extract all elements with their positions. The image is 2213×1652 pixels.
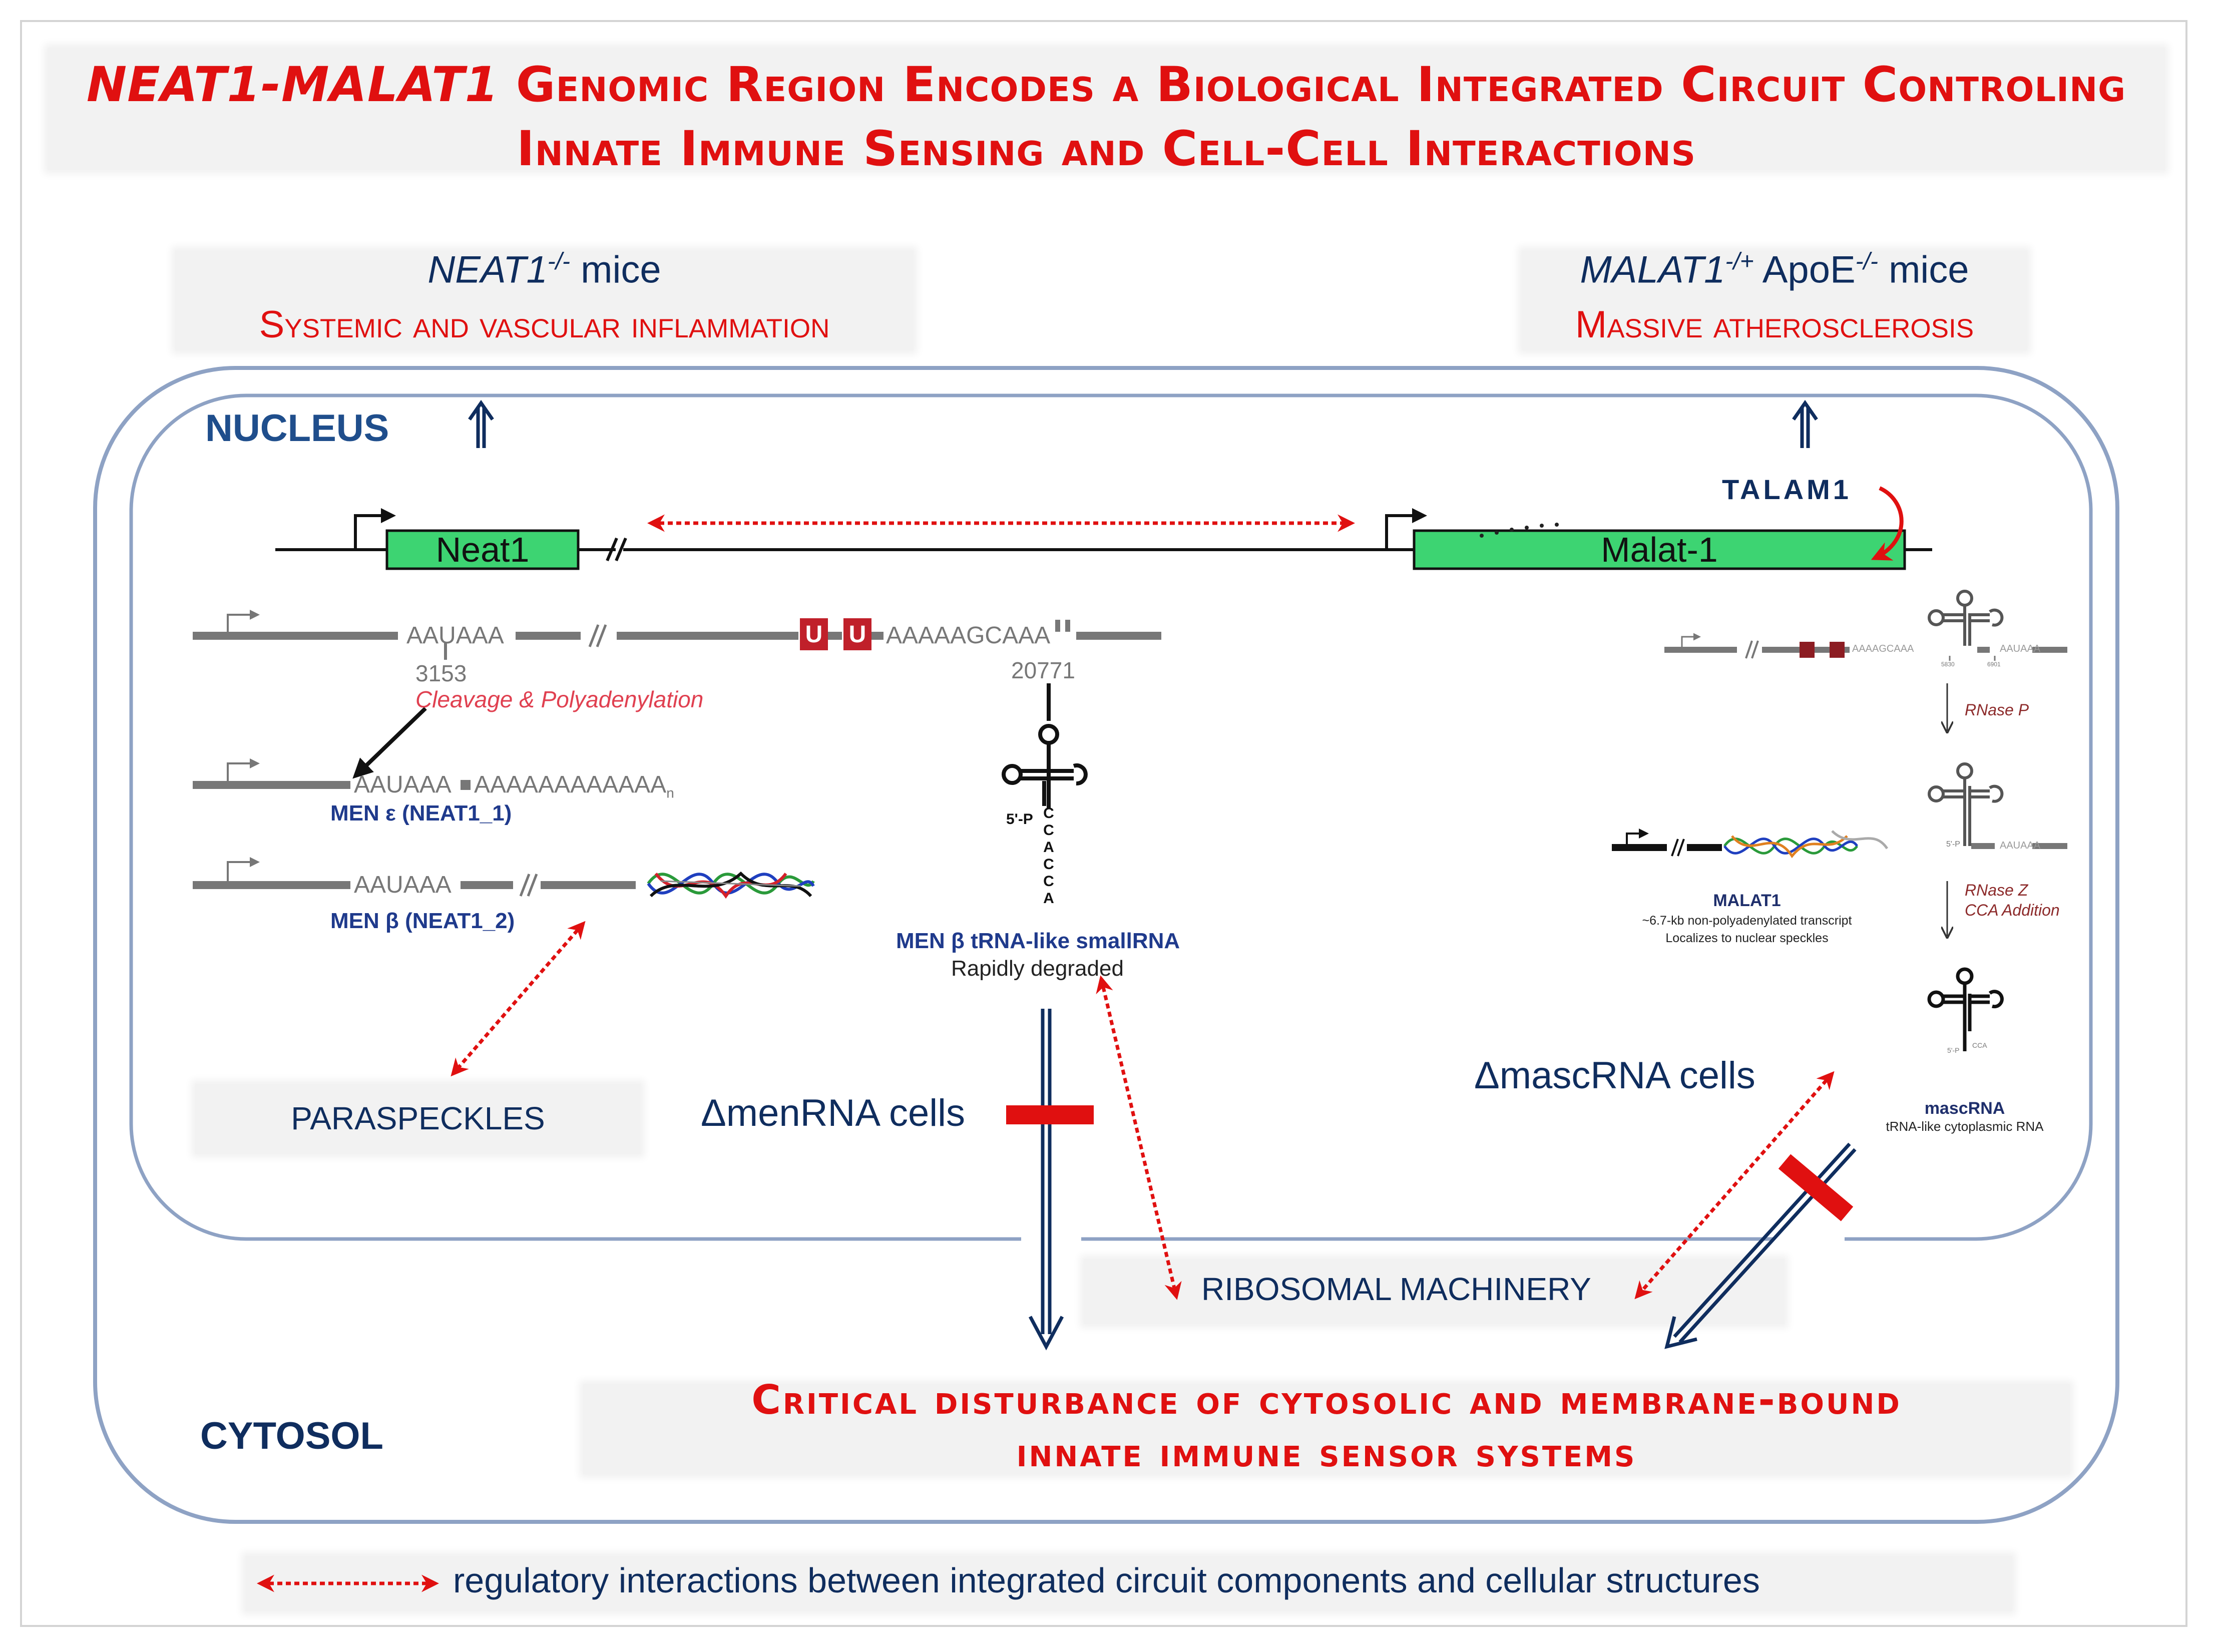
malat1-pos1: 5830 — [1941, 661, 1955, 668]
paraspeckles-box — [195, 1084, 641, 1154]
right-phenotype-model: MALAT1-/+ ApoE-/- mice — [1522, 248, 2027, 291]
cleavage-label: Cleavage & Polyadenylation — [415, 686, 704, 712]
malat1-transcript-name: MALAT1 — [1713, 891, 1781, 910]
malat1-superscript: -/+ — [1725, 248, 1754, 275]
talam1-label: TALAM1 — [1722, 474, 1852, 505]
men-trna-structure — [1002, 724, 1088, 808]
malat1-processing-schematic — [1612, 590, 2067, 1051]
position-20771: 20771 — [1011, 657, 1075, 683]
cca-base: A — [1043, 890, 1054, 907]
figure-title: NEAT1-MALAT1 Genomic Region Encodes a Bi… — [48, 53, 2165, 181]
right-phenotype-effect: Massive atherosclerosis — [1575, 303, 1974, 346]
title-gene: NEAT1-MALAT1 — [86, 57, 499, 113]
u-box-2-label: U — [848, 621, 866, 648]
polya-tail: AAAAAAAAAAAAn — [474, 771, 674, 801]
title-box — [48, 48, 2165, 170]
cell-membrane — [93, 366, 2119, 1524]
men-trna-5p: 5'-P — [1006, 811, 1033, 828]
neat1-polya-signal: AAUAAA — [406, 622, 504, 649]
men-beta-label: MEN β (NEAT1_2) — [330, 909, 515, 933]
left-suffix: mice — [570, 248, 661, 291]
malat1-pos2: 6901 — [1987, 661, 2001, 668]
menrna-ribosome-interaction — [1096, 975, 1182, 1300]
malat1-desc-1: ~6.7-kb non-polyadenylated transcript — [1642, 914, 1852, 928]
malat1-motif: AAAAGCAAA — [1852, 643, 1914, 654]
title-line2: Innate Immune Sensing and Cell-Cell Inte… — [516, 121, 1696, 177]
cca-base: C — [1043, 856, 1054, 873]
menrna-export-arrow — [1028, 1009, 1064, 1351]
cca-base: C — [1043, 805, 1054, 821]
cca-base: A — [1043, 839, 1054, 856]
neat1-gene-label: NEAT1 — [427, 248, 548, 291]
mascrna-cells-label: ΔmascRNA cells — [1474, 1054, 1755, 1097]
neat1-gene-name: Neat1 — [435, 530, 530, 569]
malat1-gene-name: Malat-1 — [1601, 530, 1718, 569]
polya-n: n — [666, 785, 674, 801]
men-trna-cca-tail: C C A C C A — [1041, 805, 1056, 907]
position-3153: 3153 — [415, 660, 467, 686]
masc-5p: 5'-P — [1947, 1046, 1960, 1054]
malat1-gene-label: MALAT1 — [1580, 248, 1725, 291]
right-phenotype-box — [1522, 250, 2027, 350]
critical-box — [583, 1384, 2070, 1474]
neat1-paraspeckle-interaction — [451, 921, 586, 1077]
malat1-polya-signal: AAUAAA — [2000, 643, 2041, 654]
men-epsilon-label: MEN ε (NEAT1_1) — [330, 801, 512, 825]
talam1-arrow — [1871, 486, 1904, 561]
menrna-cells-label: ΔmenRNA cells — [701, 1092, 966, 1134]
mascrna-block-bar — [1778, 1154, 1854, 1221]
rnase-z-label: RNase Z — [1965, 881, 2028, 899]
paraspeckles-label: PARASPECKLES — [291, 1100, 545, 1136]
critical-line-1: Critical disturbance of cytosolic and me… — [751, 1377, 1902, 1423]
men-trna-fate: Rapidly degraded — [951, 956, 1124, 981]
ribosomal-label: RIBOSOMAL MACHINERY — [1201, 1271, 1591, 1307]
u-box-1-label: U — [805, 621, 823, 648]
mascrna-desc: tRNA-like cytoplasmic RNA — [1886, 1119, 2044, 1134]
apoe-superscript: -/- — [1855, 248, 1878, 275]
cytosol-label: CYTOSOL — [200, 1415, 383, 1457]
critical-line-2: innate immune sensor systems — [1016, 1429, 1637, 1476]
men-beta-polya-signal: AAUAAA — [354, 872, 452, 898]
men-trna-name: MEN β tRNA-like smallRNA — [896, 929, 1180, 953]
up-arrow-right — [1792, 399, 1818, 448]
up-arrow-left — [468, 399, 494, 448]
legend-box — [245, 1556, 2012, 1611]
left-phenotype-effect: Systemic and vascular inflammation — [259, 303, 830, 346]
neat1-gene-box — [385, 529, 580, 570]
malat1-gene-box — [1413, 529, 1906, 570]
men-epsilon-polya-signal: AAUAAA — [354, 771, 452, 798]
apoe-label: ApoE — [1753, 248, 1856, 291]
rnase-p-label: RNase P — [1965, 701, 2029, 719]
left-phenotype-box — [175, 250, 914, 350]
neat1-motif: AAAAAGCAAA — [886, 622, 1051, 649]
neat1-processing-schematic — [193, 610, 1161, 899]
title-line1: Genomic Region Encodes a Biological Inte… — [516, 57, 2126, 113]
mascrna-name: mascRNA — [1924, 1099, 2005, 1118]
right-suffix: mice — [1878, 248, 1969, 291]
malat1-rna-helix — [1723, 830, 1889, 859]
malat1-5p-a: 5'-P — [1946, 840, 1960, 849]
left-phenotype-model: NEAT1-/- mice — [175, 248, 914, 291]
masc-cca: CCA — [1972, 1041, 1987, 1049]
nucleus-label: NUCLEUS — [205, 407, 389, 450]
legend-text: regulatory interactions between integrat… — [453, 1561, 1760, 1600]
mascrna-export-arrow — [1664, 1142, 1857, 1349]
paraspeckle-rna-helix — [647, 871, 815, 899]
cca-base: C — [1043, 873, 1054, 890]
neat1-superscript: -/- — [547, 248, 571, 275]
mascrna-ribosome-interaction — [1634, 1071, 1835, 1300]
menrna-block-bar — [1006, 1105, 1094, 1124]
polya-tail-text: AAAAAAAAAAAA — [474, 771, 667, 798]
cca-addition-label: CCA Addition — [1965, 901, 2060, 919]
figure-frame — [20, 20, 2187, 1627]
malat1-desc-2: Localizes to nuclear speckles — [1665, 931, 1829, 945]
cca-base: C — [1043, 822, 1054, 839]
malat1-polya-signal-2: AAUAAA — [2000, 840, 2041, 851]
